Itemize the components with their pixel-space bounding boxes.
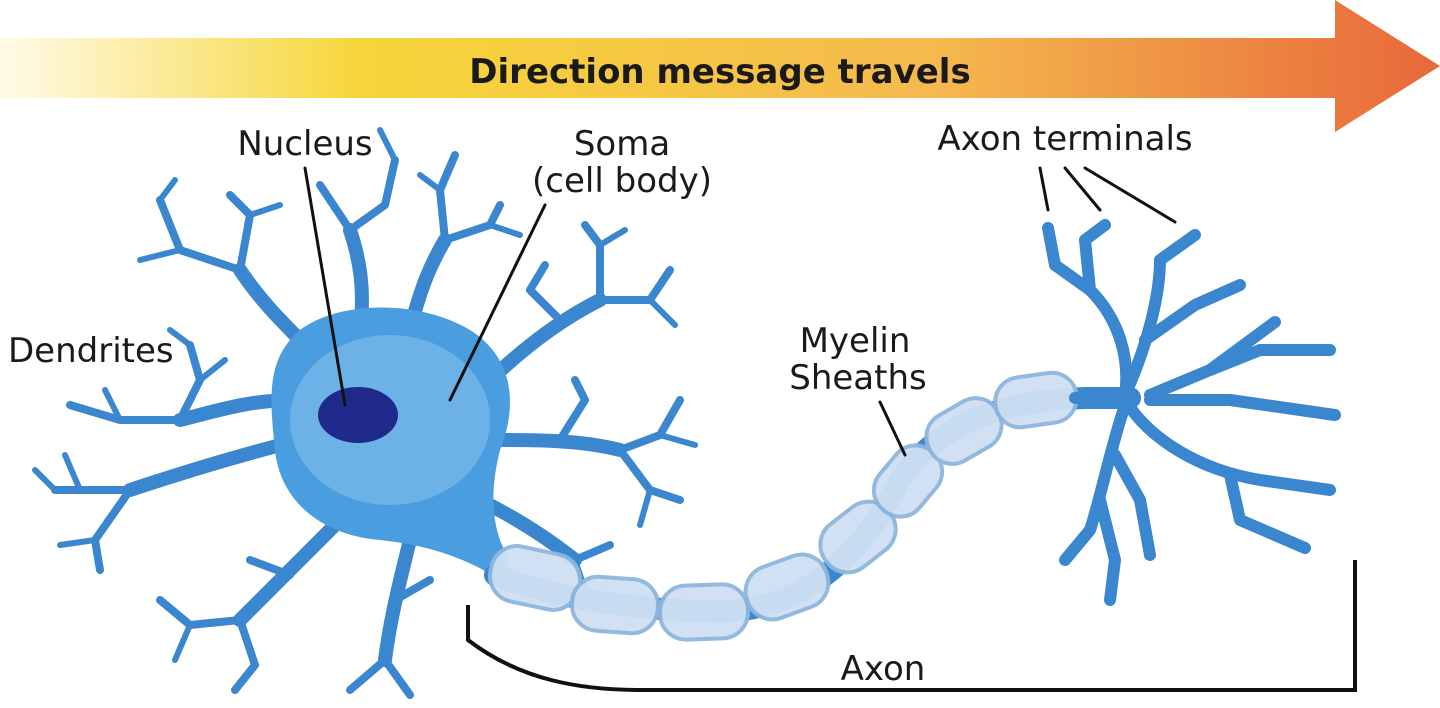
myelin-segment — [743, 552, 831, 622]
myelin-label-line1: Myelin — [800, 321, 911, 361]
direction-arrow-label: Direction message travels — [469, 52, 970, 92]
nucleus-shape — [318, 387, 398, 443]
nucleus-label: Nucleus — [237, 124, 372, 164]
axon-label: Axon — [841, 649, 926, 689]
myelin-sheaths — [487, 370, 1079, 642]
axon-terminal-leader-1 — [1038, 166, 1050, 212]
myelin-label-line2: Sheaths — [789, 358, 926, 398]
axon-bracket — [466, 560, 1357, 692]
direction-arrow-shape — [0, 0, 1440, 132]
leader-lines — [303, 166, 1177, 457]
soma-leader — [448, 203, 547, 402]
myelin-segment — [569, 574, 661, 636]
soma-label-line1: Soma — [574, 124, 670, 164]
nucleus-leader — [303, 166, 347, 407]
dendrites-label: Dendrites — [8, 331, 174, 371]
myelin-leader — [878, 400, 907, 457]
axon-terminal-branches — [1042, 219, 1341, 606]
soma-label-line2: (cell body) — [532, 161, 712, 201]
myelin-segment — [657, 582, 751, 642]
axon-terminals-label: Axon terminals — [937, 119, 1192, 159]
axon-terminal-leader-3 — [1083, 166, 1177, 224]
axon-terminal-leader-2 — [1063, 166, 1102, 212]
direction-arrow: Direction message travels — [0, 0, 1440, 132]
myelin-segment — [993, 370, 1079, 430]
